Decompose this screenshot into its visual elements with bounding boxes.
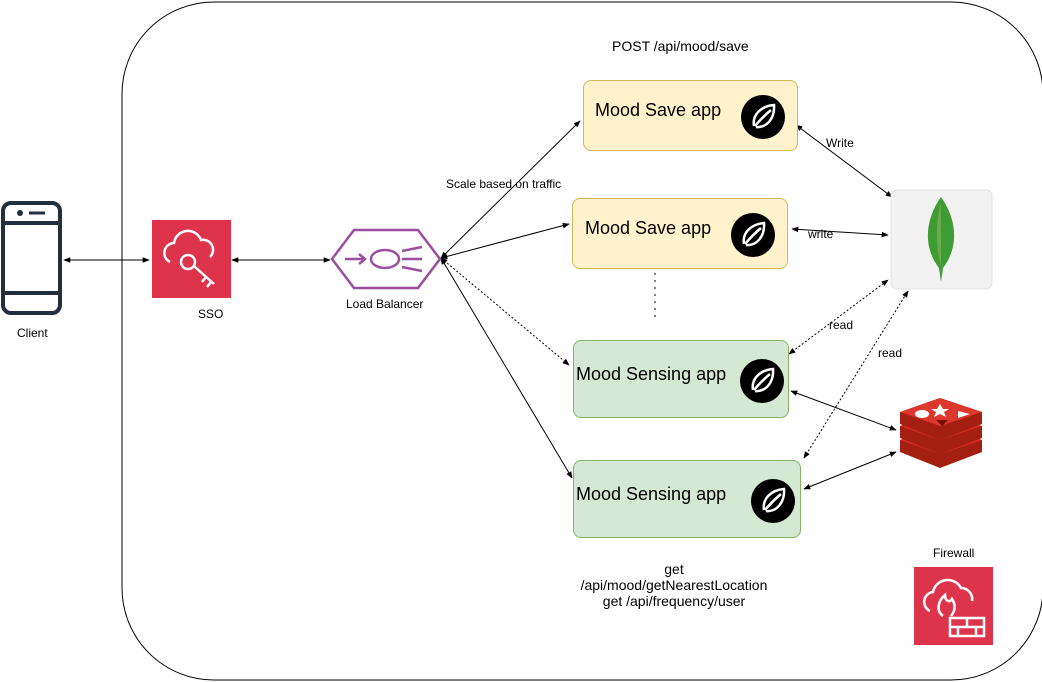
save-api-label: POST /api/mood/save bbox=[612, 38, 749, 54]
scale-note: Scale based on traffic bbox=[446, 177, 562, 191]
mongodb-leaf-icon bbox=[890, 189, 993, 290]
edge-label-read-2: read bbox=[878, 346, 903, 360]
get-api-line: get bbox=[664, 561, 684, 577]
app-label: Mood Save app bbox=[585, 218, 712, 238]
edge-lb-sense1 bbox=[440, 257, 570, 366]
edge-sense2-redis bbox=[803, 451, 897, 490]
spring-leaf-icon bbox=[741, 95, 785, 139]
app-label: Mood Sensing app bbox=[576, 364, 727, 384]
get-api-label: get /api/mood/getNearestLocation get /ap… bbox=[560, 561, 788, 609]
redis-cache-icon bbox=[900, 398, 982, 468]
edge-save1-mongo bbox=[795, 124, 893, 198]
mood-save-app-1: Mood Save app bbox=[583, 80, 798, 151]
cloud-key-icon bbox=[152, 220, 231, 298]
mood-save-app-2: Mood Save app bbox=[572, 198, 788, 269]
load-balancer-label: Load Balancer bbox=[346, 297, 424, 311]
edge-sense1-mongo bbox=[788, 279, 889, 355]
firewall-icon bbox=[914, 567, 993, 645]
client-label: Client bbox=[17, 326, 48, 340]
get-api-line: get /api/frequency/user bbox=[602, 593, 746, 609]
get-api-line: /api/mood/getNearestLocation bbox=[580, 577, 768, 593]
edge-label-read-1: read bbox=[829, 318, 854, 332]
sso-label: SSO bbox=[198, 307, 224, 321]
mood-sensing-app-1: Mood Sensing app bbox=[573, 340, 789, 418]
mood-sensing-app-2: Mood Sensing app bbox=[573, 460, 801, 538]
spring-leaf-icon bbox=[740, 359, 784, 403]
mobile-phone-icon bbox=[1, 201, 62, 315]
spring-leaf-icon bbox=[751, 479, 795, 523]
edge-sense2-mongo bbox=[803, 290, 909, 459]
edge-label-write-1: Write bbox=[826, 136, 854, 150]
spring-leaf-icon bbox=[731, 213, 775, 257]
edge-lb-sense2 bbox=[440, 257, 573, 479]
edge-lb-save2 bbox=[440, 222, 570, 260]
app-label: Mood Save app bbox=[595, 100, 722, 120]
edge-sense1-redis bbox=[790, 390, 897, 431]
system-boundary bbox=[121, 1, 1042, 681]
load-balancer-icon bbox=[330, 228, 442, 290]
edge-label-write-2: write bbox=[808, 227, 834, 241]
firewall-label: Firewall bbox=[933, 546, 975, 560]
app-label: Mood Sensing app bbox=[576, 484, 727, 504]
edge-save2-mongo bbox=[791, 226, 889, 238]
